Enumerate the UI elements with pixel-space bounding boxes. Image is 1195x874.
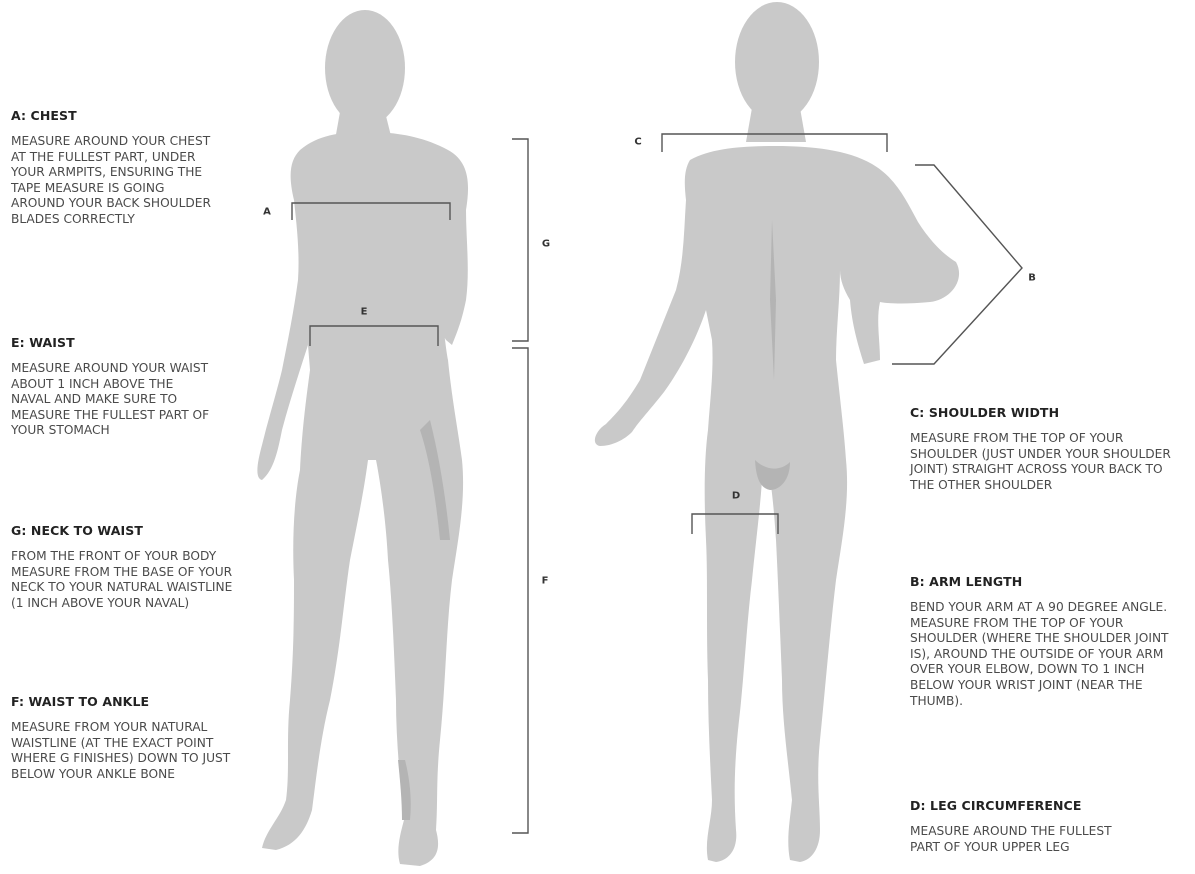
shoulder-width-instructions: C: SHOULDER WIDTH MEASURE FROM THE TOP O… bbox=[910, 405, 1190, 493]
chest-title: A: CHEST bbox=[11, 108, 241, 123]
chest-instructions: A: CHEST MEASURE AROUND YOUR CHEST AT TH… bbox=[11, 108, 241, 228]
leg-circumference-title: D: LEG CIRCUMFERENCE bbox=[910, 798, 1190, 813]
waist-to-ankle-instructions: F: WAIST TO ANKLE MEASURE FROM YOUR NATU… bbox=[11, 694, 261, 782]
marker-g: G bbox=[542, 239, 550, 250]
shoulder-width-title: C: SHOULDER WIDTH bbox=[910, 405, 1190, 420]
waist-title: E: WAIST bbox=[11, 335, 241, 350]
waist-to-ankle-bracket bbox=[512, 348, 528, 833]
neck-to-waist-title: G: NECK TO WAIST bbox=[11, 523, 251, 538]
arm-length-text: BEND YOUR ARM AT A 90 DEGREE ANGLE. MEAS… bbox=[910, 600, 1182, 709]
arm-length-instructions: B: ARM LENGTH BEND YOUR ARM AT A 90 DEGR… bbox=[910, 574, 1190, 709]
leg-circumference-instructions: D: LEG CIRCUMFERENCE MEASURE AROUND THE … bbox=[910, 798, 1190, 855]
marker-d: D bbox=[732, 491, 740, 502]
chest-text: MEASURE AROUND YOUR CHEST AT THE FULLEST… bbox=[11, 134, 216, 228]
marker-e: E bbox=[361, 307, 368, 318]
shoulder-width-text: MEASURE FROM THE TOP OF YOUR SHOULDER (J… bbox=[910, 431, 1185, 493]
neck-to-waist-bracket bbox=[512, 139, 528, 341]
marker-a: A bbox=[263, 207, 271, 218]
marker-f: F bbox=[542, 576, 549, 587]
front-body-figure bbox=[257, 10, 468, 866]
marker-b: B bbox=[1028, 273, 1036, 284]
neck-to-waist-text: FROM THE FRONT OF YOUR BODY MEASURE FROM… bbox=[11, 549, 243, 611]
waist-text: MEASURE AROUND YOUR WAIST ABOUT 1 INCH A… bbox=[11, 361, 211, 439]
back-body-figure bbox=[595, 2, 959, 862]
neck-to-waist-instructions: G: NECK TO WAIST FROM THE FRONT OF YOUR … bbox=[11, 523, 251, 611]
waist-to-ankle-text: MEASURE FROM YOUR NATURAL WAISTLINE (AT … bbox=[11, 720, 256, 782]
arm-length-title: B: ARM LENGTH bbox=[910, 574, 1190, 589]
leg-circumference-text: MEASURE AROUND THE FULLEST PART OF YOUR … bbox=[910, 824, 1140, 855]
waist-to-ankle-title: F: WAIST TO ANKLE bbox=[11, 694, 261, 709]
waist-instructions: E: WAIST MEASURE AROUND YOUR WAIST ABOUT… bbox=[11, 335, 241, 439]
marker-c: C bbox=[634, 137, 641, 148]
